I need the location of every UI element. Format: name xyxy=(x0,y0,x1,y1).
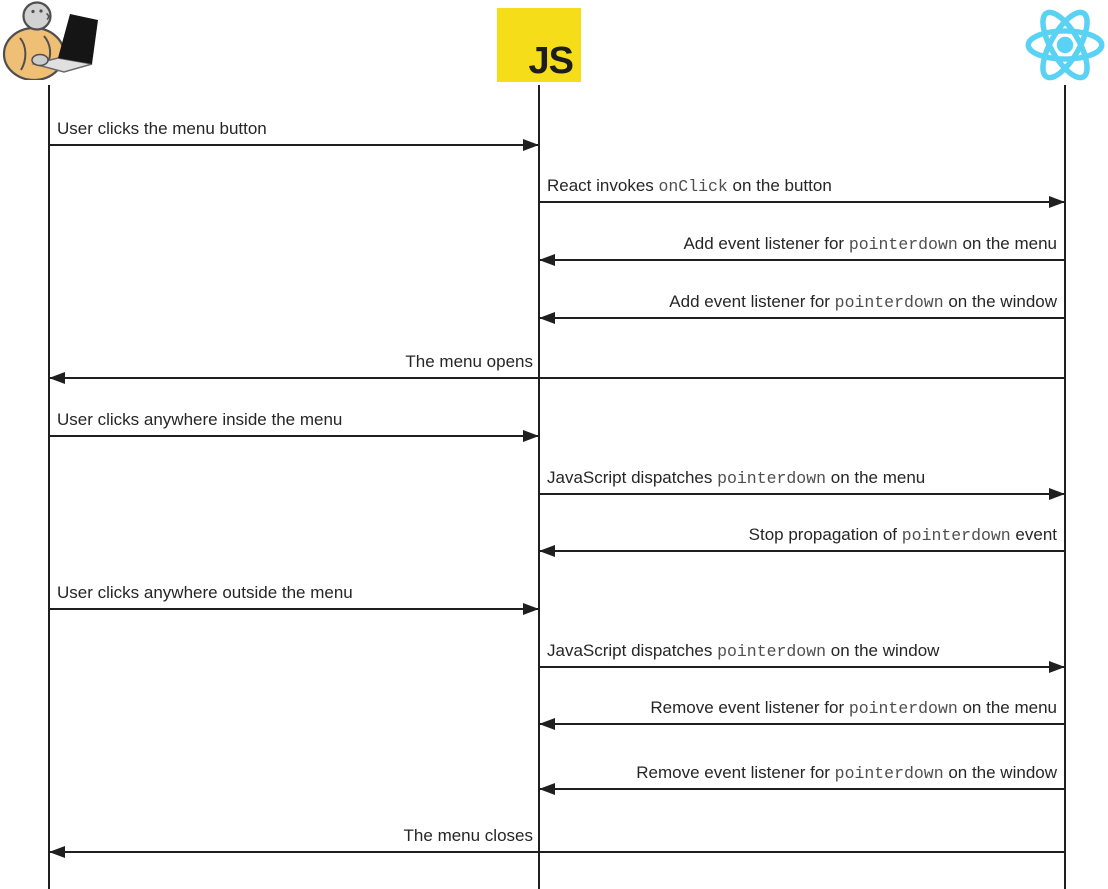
react-lifeline xyxy=(1064,85,1066,889)
js-logo-icon: JS xyxy=(497,8,581,82)
message-label: Add event listener for pointerdown on th… xyxy=(669,292,1057,312)
message-label: The menu opens xyxy=(405,352,533,372)
arrowhead-icon xyxy=(523,603,539,615)
arrowhead-icon xyxy=(539,783,555,795)
message-label: Remove event listener for pointerdown on… xyxy=(636,763,1057,783)
message-line xyxy=(539,259,1065,261)
code-text: pointerdown xyxy=(901,526,1011,545)
label-text: React invokes xyxy=(547,176,659,195)
code-text: pointerdown xyxy=(834,293,944,312)
code-text: pointerdown xyxy=(848,699,958,718)
code-text: pointerdown xyxy=(848,235,958,254)
message-label: User clicks anywhere outside the menu xyxy=(57,583,353,603)
arrowhead-icon xyxy=(49,372,65,384)
label-text: Add event listener for xyxy=(669,292,835,311)
label-text: on the window xyxy=(943,763,1057,782)
label-text: The menu opens xyxy=(405,352,533,371)
user-lifeline xyxy=(48,85,50,889)
label-text: Stop propagation of xyxy=(748,525,902,544)
arrowhead-icon xyxy=(539,312,555,324)
label-text: on the menu xyxy=(957,234,1057,253)
code-text: onClick xyxy=(658,177,728,196)
arrowhead-icon xyxy=(539,545,555,557)
arrowhead-icon xyxy=(49,846,65,858)
message-line xyxy=(539,788,1065,790)
message-line xyxy=(539,666,1065,668)
message-line xyxy=(539,493,1065,495)
arrowhead-icon xyxy=(539,718,555,730)
label-text: JavaScript dispatches xyxy=(547,468,718,487)
react-logo-icon xyxy=(1025,9,1105,81)
message-label: React invokes onClick on the button xyxy=(547,176,832,196)
label-text: Add event listener for xyxy=(683,234,849,253)
label-text: on the window xyxy=(943,292,1057,311)
message-line xyxy=(49,377,1065,379)
label-text: User clicks the menu button xyxy=(57,119,267,138)
label-text: on the button xyxy=(727,176,832,195)
message-line xyxy=(49,435,539,437)
arrowhead-icon xyxy=(539,254,555,266)
message-label: Remove event listener for pointerdown on… xyxy=(650,698,1057,718)
message-line xyxy=(539,723,1065,725)
arrowhead-icon xyxy=(523,430,539,442)
js-lifeline xyxy=(538,85,540,889)
label-text: on the menu xyxy=(957,698,1057,717)
message-label: JavaScript dispatches pointerdown on the… xyxy=(547,468,925,488)
code-text: pointerdown xyxy=(717,642,827,661)
message-label: Add event listener for pointerdown on th… xyxy=(683,234,1057,254)
user-actor xyxy=(0,0,104,82)
message-label: User clicks the menu button xyxy=(57,119,267,139)
code-text: pointerdown xyxy=(717,469,827,488)
message-line xyxy=(49,851,1065,853)
message-label: The menu closes xyxy=(404,826,533,846)
label-text: on the menu xyxy=(826,468,926,487)
message-label: JavaScript dispatches pointerdown on the… xyxy=(547,641,939,661)
arrowhead-icon xyxy=(1049,488,1065,500)
label-text: The menu closes xyxy=(403,826,533,845)
message-line xyxy=(49,144,539,146)
message-line xyxy=(539,550,1065,552)
js-actor: JS xyxy=(497,8,581,82)
label-text: User clicks anywhere outside the menu xyxy=(57,583,353,602)
message-label: Stop propagation of pointerdown event xyxy=(749,525,1057,545)
message-line xyxy=(539,201,1065,203)
label-text: Remove event listener for xyxy=(636,763,835,782)
label-text: event xyxy=(1010,525,1057,544)
label-text: on the window xyxy=(826,641,940,660)
person-laptop-icon xyxy=(2,1,98,82)
message-line xyxy=(539,317,1065,319)
message-line xyxy=(49,608,539,610)
arrowhead-icon xyxy=(1049,661,1065,673)
label-text: User clicks anywhere inside the menu xyxy=(57,410,343,429)
label-text: Remove event listener for xyxy=(650,698,849,717)
arrowhead-icon xyxy=(523,139,539,151)
message-label: User clicks anywhere inside the menu xyxy=(57,410,342,430)
js-logo-label: JS xyxy=(528,40,574,82)
code-text: pointerdown xyxy=(834,764,944,783)
react-actor xyxy=(1022,2,1108,88)
label-text: JavaScript dispatches xyxy=(547,641,718,660)
arrowhead-icon xyxy=(1049,196,1065,208)
